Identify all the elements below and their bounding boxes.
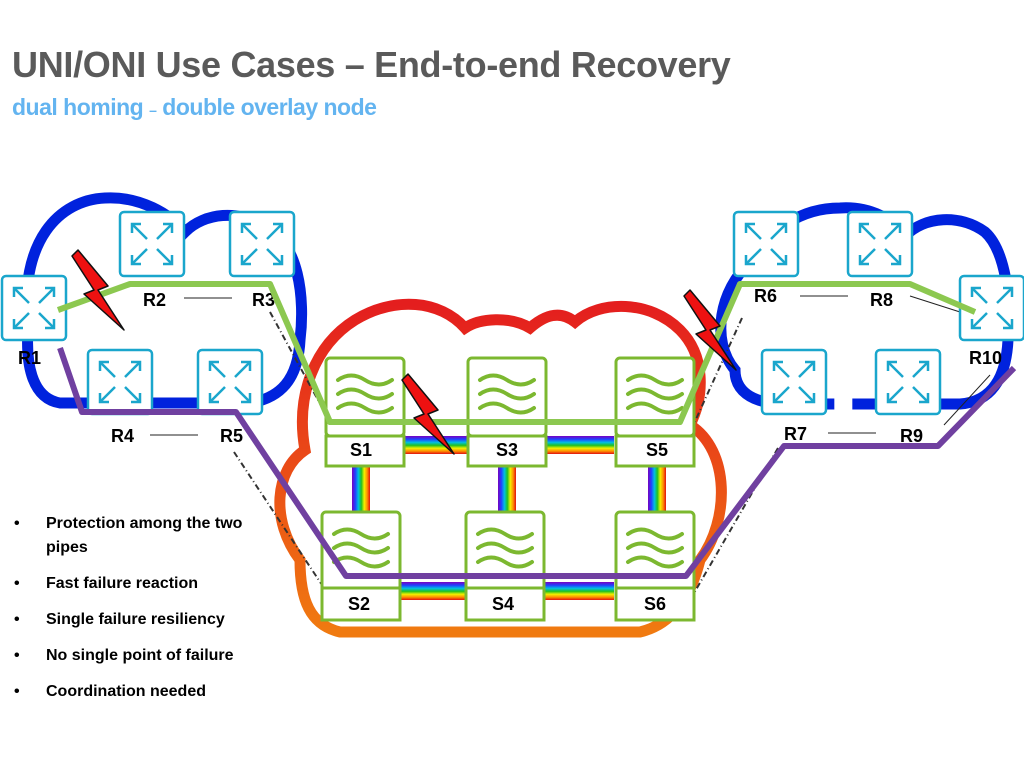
- router-r6-label: R6: [754, 286, 777, 306]
- bullet-dot: •: [14, 611, 20, 628]
- bullet-item: • Fast failure reaction: [12, 572, 260, 596]
- subtitle-right: double overlay node: [162, 94, 377, 120]
- router-r3[interactable]: R3: [228, 210, 296, 310]
- subtitle-left: dual homing: [12, 94, 144, 120]
- slide-title: UNI/ONI Use Cases – End-to-end Recovery: [12, 44, 731, 85]
- switch-s1-label: S1: [350, 440, 372, 460]
- router-r3-label: R3: [252, 290, 275, 310]
- switch-s2[interactable]: S2: [320, 510, 402, 622]
- router-r5[interactable]: R5: [196, 348, 264, 446]
- working-path: [56, 281, 977, 425]
- bullet-item: • Single failure resiliency: [12, 608, 260, 632]
- bullet-item: • No single point of failure: [12, 644, 260, 668]
- bullet-text: Single failure resiliency: [46, 611, 225, 628]
- switch-s1[interactable]: S1: [324, 356, 406, 468]
- router-r2-label: R2: [143, 290, 166, 310]
- bullet-dot: •: [14, 683, 20, 700]
- bullet-item: • Protection among the two pipes: [12, 512, 260, 560]
- router-r10[interactable]: R10: [958, 274, 1024, 368]
- router-r7-label: R7: [784, 424, 807, 444]
- router-r9[interactable]: R9: [874, 348, 942, 446]
- bullet-dot: •: [14, 515, 20, 532]
- bullet-dot: •: [14, 647, 20, 664]
- bullet-text: No single point of failure: [46, 647, 234, 664]
- bullet-text: Protection among the two pipes: [46, 515, 243, 556]
- router-r5-label: R5: [220, 426, 243, 446]
- router-r8[interactable]: R8: [846, 210, 914, 310]
- router-r4-label: R4: [111, 426, 134, 446]
- router-r6[interactable]: R6: [732, 210, 800, 306]
- router-r10-label: R10: [969, 348, 1002, 368]
- switch-s6[interactable]: S6: [614, 510, 696, 622]
- subtitle-separator: –: [149, 102, 157, 118]
- router-r7[interactable]: R7: [760, 348, 828, 444]
- router-r2[interactable]: R2: [118, 210, 186, 310]
- switch-s4[interactable]: S4: [464, 510, 546, 622]
- router-r9-label: R9: [900, 426, 923, 446]
- protection-path: [57, 347, 1017, 579]
- switch-s3-label: S3: [496, 440, 518, 460]
- switch-s5-label: S5: [646, 440, 668, 460]
- switch-s3[interactable]: S3: [466, 356, 548, 468]
- router-r1-label: R1: [18, 348, 41, 368]
- bullet-list: • Protection among the two pipes • Fast fa…: [12, 512, 260, 716]
- bullet-dot: •: [14, 575, 20, 592]
- router-r4[interactable]: R4: [86, 348, 154, 446]
- fibre-links: [352, 436, 666, 600]
- bullet-text: Fast failure reaction: [46, 575, 199, 592]
- bullet-text: Coordination needed: [46, 683, 206, 700]
- switch-s6-label: S6: [644, 594, 666, 614]
- switch-s5[interactable]: S5: [614, 356, 696, 468]
- bullet-item: • Coordination needed: [12, 680, 260, 704]
- slide-subtitle: dual homing – double overlay node: [12, 94, 377, 121]
- switch-s4-label: S4: [492, 594, 514, 614]
- switch-s2-label: S2: [348, 594, 370, 614]
- router-r1[interactable]: R1: [0, 274, 68, 368]
- router-r8-label: R8: [870, 290, 893, 310]
